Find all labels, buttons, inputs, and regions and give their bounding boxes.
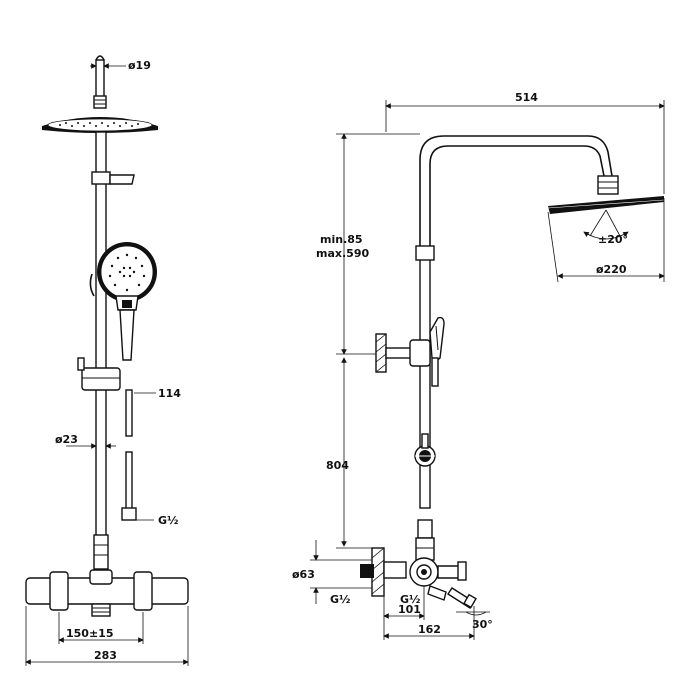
top-pipe	[93, 55, 107, 109]
side-slide-holder	[414, 433, 436, 467]
label-escutcheon: ø63	[292, 568, 315, 581]
label-inlet-spacing: 150±15	[66, 627, 114, 640]
side-view: 514 min.85 max.590 ±20° ø220 804 ø63 G½ …	[292, 91, 665, 640]
thermostatic-mixer	[25, 534, 189, 617]
label-pipe-diameter: ø19	[128, 59, 151, 72]
rain-shower-head	[42, 117, 158, 133]
label-hose-connection: G½	[158, 514, 178, 527]
wall-bracket	[375, 333, 431, 373]
shelf-holder	[91, 171, 135, 185]
label-arm-projection: 514	[515, 91, 538, 104]
front-view: ø19 114 ø23 G½ 150±15 283	[25, 55, 189, 666]
hand-shower	[89, 242, 157, 361]
riser-bar	[95, 131, 107, 543]
label-head-tilt: ±20°	[598, 233, 628, 246]
label-height-max: max.590	[316, 247, 369, 260]
slide-holder	[77, 357, 121, 391]
label-spout-angle: 30°	[472, 618, 493, 631]
label-wall-spout: 162	[418, 623, 441, 636]
label-mixer-height: 804	[326, 459, 349, 472]
side-riser	[419, 257, 431, 509]
label-head-diameter: ø220	[596, 263, 627, 276]
label-wall-outlet: 101	[398, 603, 421, 616]
label-thread-right: G½	[400, 593, 420, 606]
label-height-min: min.85	[320, 233, 363, 246]
label-overall-width: 283	[94, 649, 117, 662]
front-dimensions	[25, 63, 189, 666]
side-dimensions	[310, 100, 665, 640]
hose	[121, 389, 137, 521]
label-slide-offset: 114	[158, 387, 181, 400]
side-mixer	[360, 547, 477, 609]
label-thread-left: G½	[330, 593, 350, 606]
label-bar-diameter: ø23	[55, 433, 78, 446]
shower-arm	[419, 135, 619, 258]
rain-head-side	[547, 196, 665, 283]
hand-shower-side	[429, 316, 445, 387]
